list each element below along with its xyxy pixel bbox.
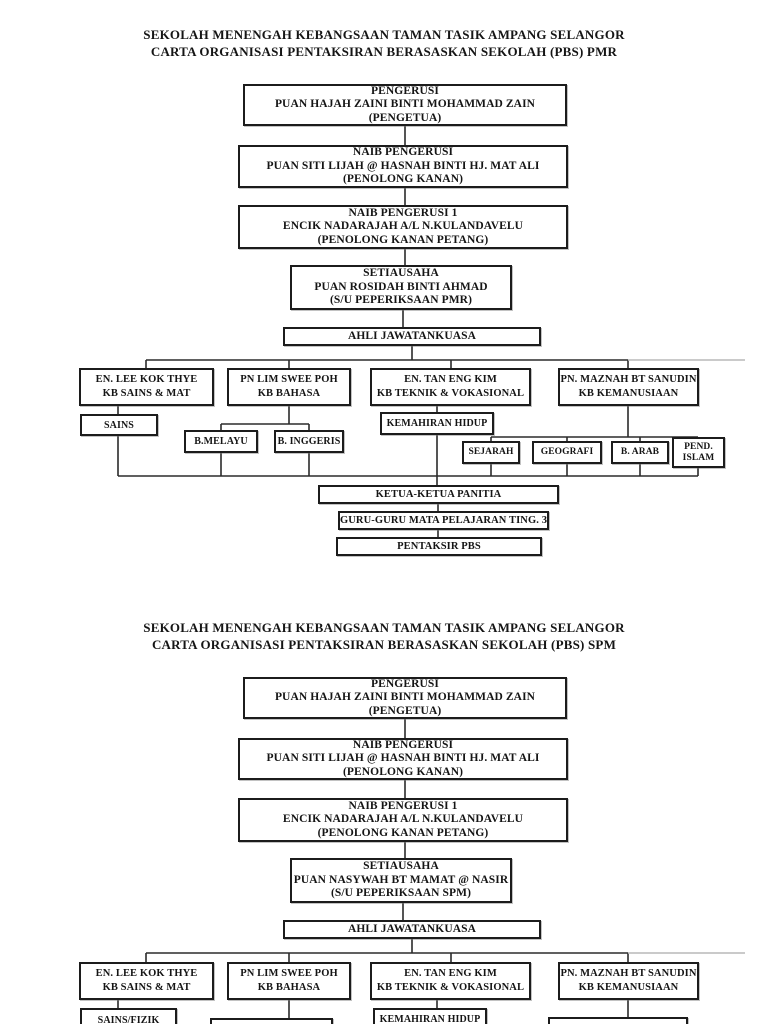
role-label: NAIB PENGERUSI [352, 738, 454, 751]
post-label: (S/U PEPERIKSAAN SPM) [330, 887, 472, 900]
role-label: NAIB PENGERUSI [352, 146, 454, 159]
pentaksir-label: PENTAKSIR PBS [397, 540, 481, 552]
subject-label: SAINS/FIZIK [97, 1015, 160, 1024]
role-label: KB KEMANUSIAAN [578, 388, 679, 399]
box-kb-sains-spm: EN. LEE KOK THYE KB SAINS & MAT [79, 962, 214, 1000]
role-label: KB SAINS & MAT [102, 388, 191, 399]
subject-label: B. ARAB [620, 447, 660, 458]
post-label: (PENGETUA) [368, 704, 442, 717]
box-kb-kemanusiaan-pmr: PN. MAZNAH BT SANUDIN KB KEMANUSIAAN [558, 368, 699, 406]
school-name: SEKOLAH MENENGAH KEBANGSAAN TAMAN TASIK … [143, 620, 625, 635]
subject-label: GEOGRAFI [540, 447, 594, 458]
person-name: ENCIK NADARAJAH A/L N.KULANDAVELU [282, 813, 524, 826]
box-subject-b-arab: B. ARAB [611, 441, 669, 464]
subject-label: SEJARAH [468, 447, 514, 458]
person-name: PUAN SITI LIJAH @ HASNAH BINTI HJ. MAT A… [266, 159, 540, 172]
post-label: (PENOLONG KANAN) [342, 765, 464, 778]
role-label: KB TEKNIK & VOKASIONAL [376, 982, 525, 993]
box-subject-kemanusiaan-partial [548, 1017, 688, 1024]
box-subject-sejarah: SEJARAH [462, 441, 520, 464]
box-kb-bahasa-spm: PN LIM SWEE POH KB BAHASA [227, 962, 351, 1000]
box-setiausaha-pmr: SETIAUSAHA PUAN ROSIDAH BINTI AHMAD (S/U… [290, 265, 512, 310]
box-naib-pengerusi-1-pmr: NAIB PENGERUSI 1 ENCIK NADARAJAH A/L N.K… [238, 205, 568, 249]
person-name: PUAN ROSIDAH BINTI AHMAD [314, 280, 488, 293]
subject-label: KEMAHIRAN HIDUP [386, 418, 488, 429]
box-naib-pengerusi-1-spm: NAIB PENGERUSI 1 ENCIK NADARAJAH A/L N.K… [238, 798, 568, 842]
box-subject-bahasa-partial [210, 1018, 333, 1024]
box-setiausaha-spm: SETIAUSAHA PUAN NASYWAH BT MAMAT @ NASIR… [290, 858, 512, 903]
role-label: SETIAUSAHA [363, 267, 439, 280]
box-pengerusi-pmr: PENGERUSI PUAN HAJAH ZAINI BINTI MOHAMMA… [243, 84, 567, 126]
role-label: PENGERUSI [371, 84, 439, 97]
box-naib-pengerusi-pmr: NAIB PENGERUSI PUAN SITI LIJAH @ HASNAH … [238, 145, 568, 188]
box-subject-kemahiran-hidup: KEMAHIRAN HIDUP [380, 412, 494, 435]
school-name: SEKOLAH MENENGAH KEBANGSAAN TAMAN TASIK … [143, 27, 625, 42]
post-label: (PENGETUA) [368, 111, 442, 124]
box-kb-sains-pmr: EN. LEE KOK THYE KB SAINS & MAT [79, 368, 214, 406]
chart-spm-title: SEKOLAH MENENGAH KEBANGSAAN TAMAN TASIK … [0, 619, 768, 653]
box-ketua-panitia: KETUA-KETUA PANITIA [318, 485, 559, 504]
box-naib-pengerusi-spm: NAIB PENGERUSI PUAN SITI LIJAH @ HASNAH … [238, 738, 568, 780]
person-name: PUAN NASYWAH BT MAMAT @ NASIR [293, 873, 509, 886]
subject-label: KEMAHIRAN HIDUP [379, 1014, 481, 1024]
role-label: KB SAINS & MAT [102, 982, 191, 993]
box-ahli-jawatankuasa-pmr: AHLI JAWATANKUASA [283, 327, 541, 346]
chart-pmr-subtitle: CARTA ORGANISASI PENTAKSIRAN BERASASKAN … [150, 44, 618, 59]
chart-spm-subtitle: CARTA ORGANISASI PENTAKSIRAN BERASASKAN … [151, 637, 617, 652]
role-label: KB KEMANUSIAAN [578, 982, 679, 993]
committee-label: AHLI JAWATANKUASA [347, 329, 477, 342]
person-name: ENCIK NADARAJAH A/L N.KULANDAVELU [282, 220, 524, 233]
role-label: NAIB PENGERUSI 1 [348, 206, 458, 219]
box-subject-kemahiran-hidup-spm: KEMAHIRAN HIDUP [373, 1008, 487, 1024]
box-guru-guru: GURU-GURU MATA PELAJARAN TING. 3 [338, 511, 549, 530]
subject-label: B.MELAYU [194, 436, 248, 447]
committee-label: AHLI JAWATANKUASA [347, 922, 477, 935]
person-name: PN LIM SWEE POH [240, 374, 338, 385]
box-subject-sains-fizik: SAINS/FIZIK [80, 1008, 177, 1024]
person-name: PN. MAZNAH BT SANUDIN [560, 968, 697, 979]
person-name: PN. MAZNAH BT SANUDIN [560, 374, 697, 385]
person-name: EN. LEE KOK THYE [95, 374, 198, 385]
post-label: (PENOLONG KANAN) [342, 173, 464, 186]
box-subject-pend-islam: PEND. ISLAM [672, 437, 725, 468]
post-label: (PENOLONG KANAN PETANG) [317, 826, 489, 839]
ketua-panitia-label: KETUA-KETUA PANITIA [375, 488, 502, 500]
person-name: EN. TAN ENG KIM [404, 968, 497, 979]
post-label: (PENOLONG KANAN PETANG) [317, 233, 489, 246]
box-ahli-jawatankuasa-spm: AHLI JAWATANKUASA [283, 920, 541, 939]
guru-guru-label: GURU-GURU MATA PELAJARAN TING. 3 [339, 514, 548, 526]
subject-label-line2: ISLAM [682, 452, 715, 463]
box-subject-sains: SAINS [80, 414, 158, 436]
subject-label-line1: PEND. [684, 442, 713, 452]
person-name: EN. TAN ENG KIM [404, 374, 497, 385]
role-label: KB BAHASA [257, 388, 321, 399]
role-label: NAIB PENGERUSI 1 [348, 799, 458, 812]
person-name: PUAN HAJAH ZAINI BINTI MOHAMMAD ZAIN [274, 98, 536, 111]
post-label: (S/U PEPERIKSAAN PMR) [329, 294, 472, 307]
role-label: KB BAHASA [257, 982, 321, 993]
box-kb-teknik-spm: EN. TAN ENG KIM KB TEKNIK & VOKASIONAL [370, 962, 531, 1000]
box-subject-geografi: GEOGRAFI [532, 441, 602, 464]
chart-pmr-title: SEKOLAH MENENGAH KEBANGSAAN TAMAN TASIK … [0, 26, 768, 60]
box-kb-kemanusiaan-spm: PN. MAZNAH BT SANUDIN KB KEMANUSIAAN [558, 962, 699, 1000]
role-label: SETIAUSAHA [363, 860, 439, 873]
person-name: PUAN HAJAH ZAINI BINTI MOHAMMAD ZAIN [274, 691, 536, 704]
subject-label: SAINS [104, 419, 134, 431]
person-name: EN. LEE KOK THYE [95, 968, 198, 979]
box-kb-bahasa-pmr: PN LIM SWEE POH KB BAHASA [227, 368, 351, 406]
person-name: PN LIM SWEE POH [240, 968, 338, 979]
box-kb-teknik-pmr: EN. TAN ENG KIM KB TEKNIK & VOKASIONAL [370, 368, 531, 406]
subject-label: B. INGGERIS [277, 436, 341, 447]
box-pengerusi-spm: PENGERUSI PUAN HAJAH ZAINI BINTI MOHAMMA… [243, 677, 567, 719]
role-label: PENGERUSI [371, 677, 439, 690]
person-name: PUAN SITI LIJAH @ HASNAH BINTI HJ. MAT A… [266, 752, 540, 765]
box-subject-b-inggeris: B. INGGERIS [274, 430, 344, 453]
box-pentaksir-pbs: PENTAKSIR PBS [336, 537, 542, 556]
role-label: KB TEKNIK & VOKASIONAL [376, 388, 525, 399]
box-subject-b-melayu: B.MELAYU [184, 430, 258, 453]
